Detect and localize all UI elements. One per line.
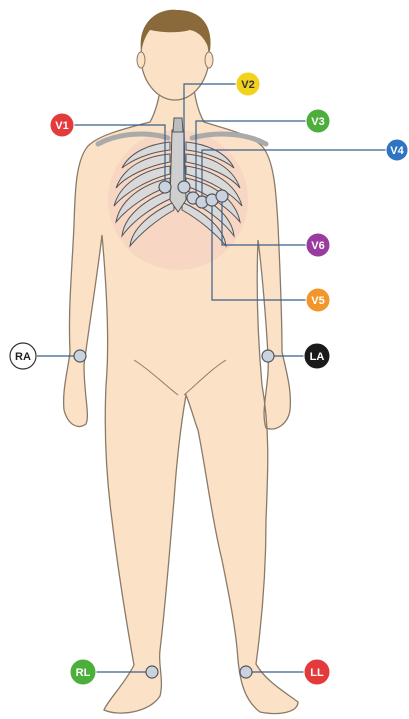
lead-label-v4: V4 bbox=[386, 139, 408, 161]
lead-label-la: LA bbox=[304, 343, 330, 369]
lead-text-v3: V3 bbox=[311, 116, 324, 128]
electrode-ra bbox=[74, 350, 86, 362]
lead-text-ra: RA bbox=[15, 351, 31, 363]
ear-left bbox=[205, 52, 213, 68]
lead-text-ll: LL bbox=[310, 667, 324, 679]
ear-right bbox=[137, 52, 145, 68]
electrode-v1 bbox=[159, 181, 171, 193]
lead-label-v2: V2 bbox=[236, 72, 260, 96]
lead-text-v2: V2 bbox=[241, 79, 254, 91]
lead-label-ra: RA bbox=[10, 343, 36, 369]
lead-text-v4: V4 bbox=[390, 145, 404, 157]
lead-label-ll: LL bbox=[304, 659, 330, 685]
electrode-v6 bbox=[216, 190, 228, 202]
electrode-v2 bbox=[178, 181, 190, 193]
lead-label-v6: V6 bbox=[306, 233, 330, 257]
electrode-rl bbox=[146, 666, 158, 678]
lead-text-la: LA bbox=[310, 351, 325, 363]
lead-label-v5: V5 bbox=[306, 288, 330, 312]
lead-text-rl: RL bbox=[76, 667, 91, 679]
lead-text-v6: V6 bbox=[311, 240, 324, 252]
lead-label-rl: RL bbox=[70, 659, 96, 685]
lead-label-v1: V1 bbox=[50, 113, 74, 137]
lead-label-v3: V3 bbox=[306, 109, 330, 133]
lead-text-v1: V1 bbox=[55, 120, 68, 132]
electrode-ll bbox=[240, 666, 252, 678]
lead-text-v5: V5 bbox=[311, 295, 324, 307]
electrode-la bbox=[262, 350, 274, 362]
